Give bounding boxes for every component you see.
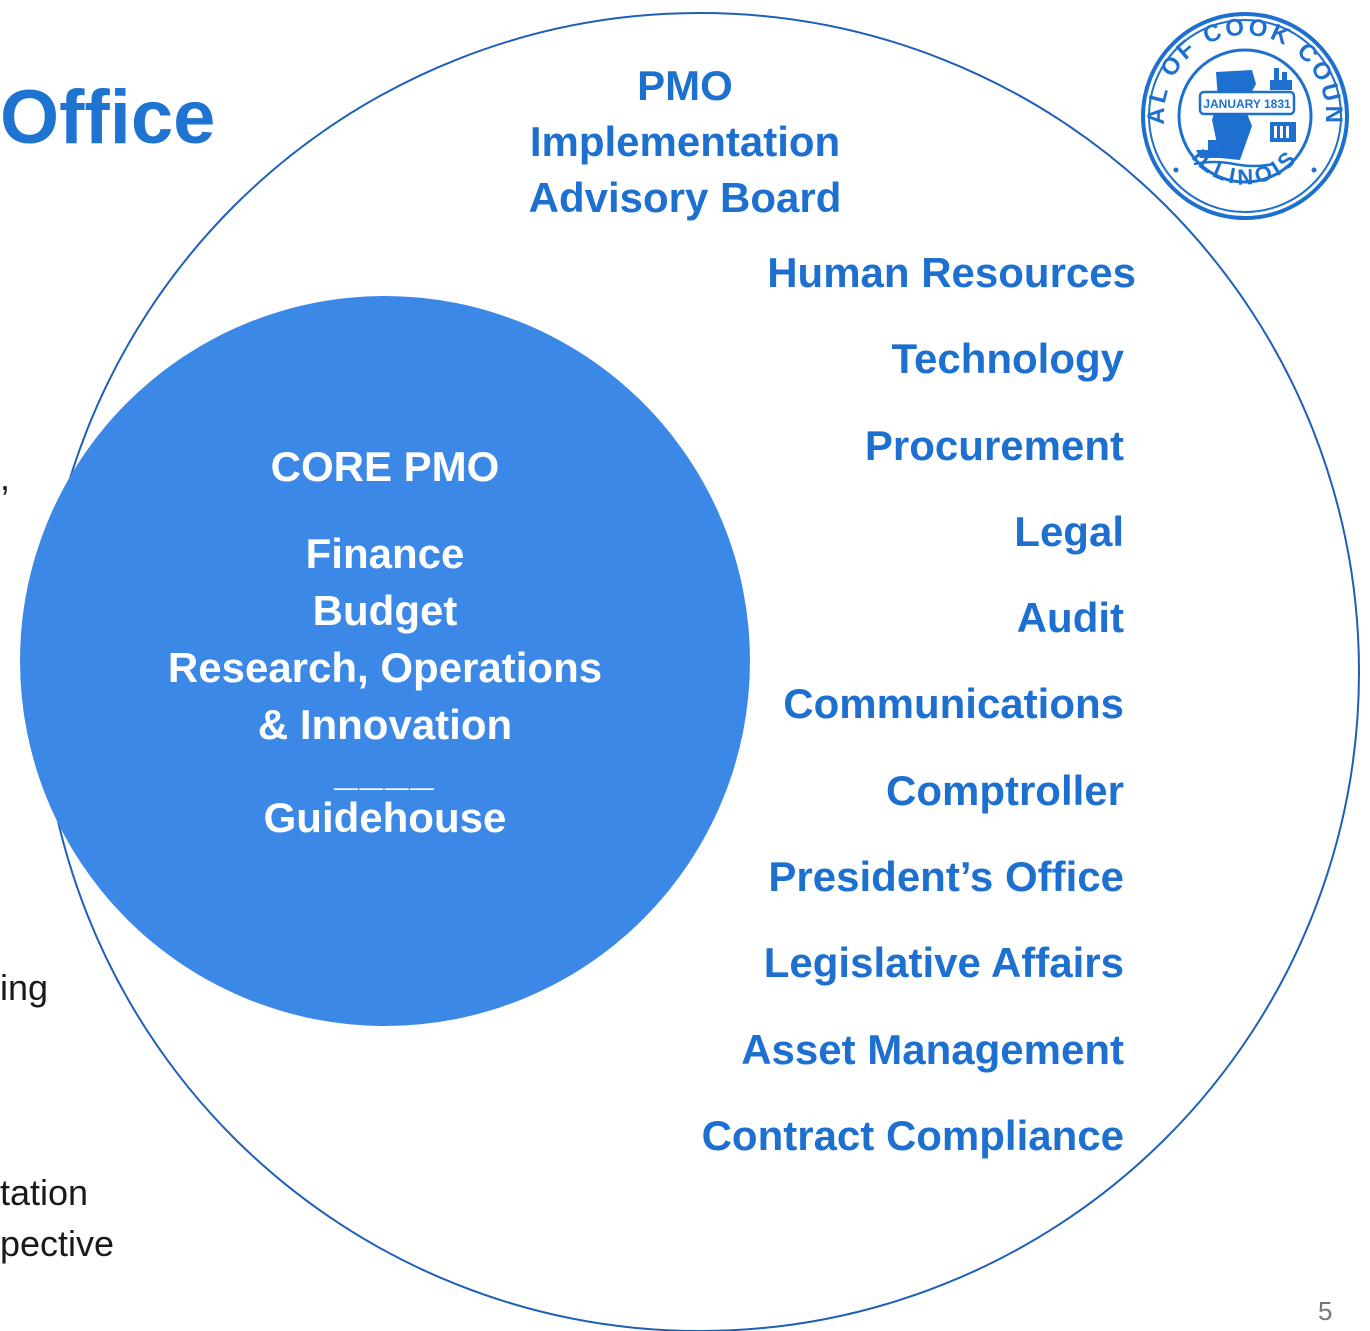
slide-title-fragment: Office xyxy=(0,75,216,160)
core-pmo-content: CORE PMO Finance Budget Research, Operat… xyxy=(130,438,640,846)
core-divider: ____ xyxy=(334,747,436,794)
member-technology: Technology xyxy=(891,335,1124,383)
board-title-line-1: PMO xyxy=(637,62,733,109)
cut-off-text-3: tation xyxy=(0,1172,89,1213)
board-members-list: Human Resources Technology Procurement L… xyxy=(701,244,1136,1193)
cut-off-text-2: ing xyxy=(0,967,49,1008)
member-legislative-affairs: Legislative Affairs xyxy=(763,939,1124,987)
member-asset-management: Asset Management xyxy=(741,1025,1124,1073)
member-presidents-office: President’s Office xyxy=(768,853,1124,901)
seal-scroll-banner xyxy=(1198,90,1296,116)
core-partner: Guidehouse xyxy=(263,794,507,841)
board-title-line-3: Advisory Board xyxy=(528,174,842,221)
core-pmo-title: CORE PMO xyxy=(270,443,500,490)
member-communications: Communications xyxy=(783,680,1124,728)
core-member-innovation: & Innovation xyxy=(257,701,513,748)
board-title-line-2: Implementation xyxy=(529,118,841,165)
member-human-resources: Human Resources xyxy=(767,249,1136,296)
member-comptroller: Comptroller xyxy=(885,766,1124,814)
seal-date-text: JANUARY 1831 xyxy=(1203,97,1291,111)
core-member-research: Research, Operations xyxy=(167,644,603,691)
member-contract-compliance: Contract Compliance xyxy=(701,1111,1124,1159)
core-pmo-circle xyxy=(20,296,750,1026)
core-member-finance: Finance xyxy=(305,530,465,577)
member-procurement: Procurement xyxy=(864,421,1124,469)
board-title: PMO Implementation Advisory Board xyxy=(470,58,900,226)
member-legal: Legal xyxy=(1014,507,1124,555)
ship-icon xyxy=(1196,150,1230,158)
cut-off-text-1: , xyxy=(0,457,11,498)
page-number: 5 xyxy=(1318,1296,1333,1326)
cook-county-seal-logo: SEAL OF COOK COUNTY ILLINOIS JANUARY 183… xyxy=(1134,10,1349,220)
cut-off-text-4: pective xyxy=(0,1223,115,1264)
core-member-budget: Budget xyxy=(312,587,458,634)
member-audit: Audit xyxy=(1016,594,1124,642)
